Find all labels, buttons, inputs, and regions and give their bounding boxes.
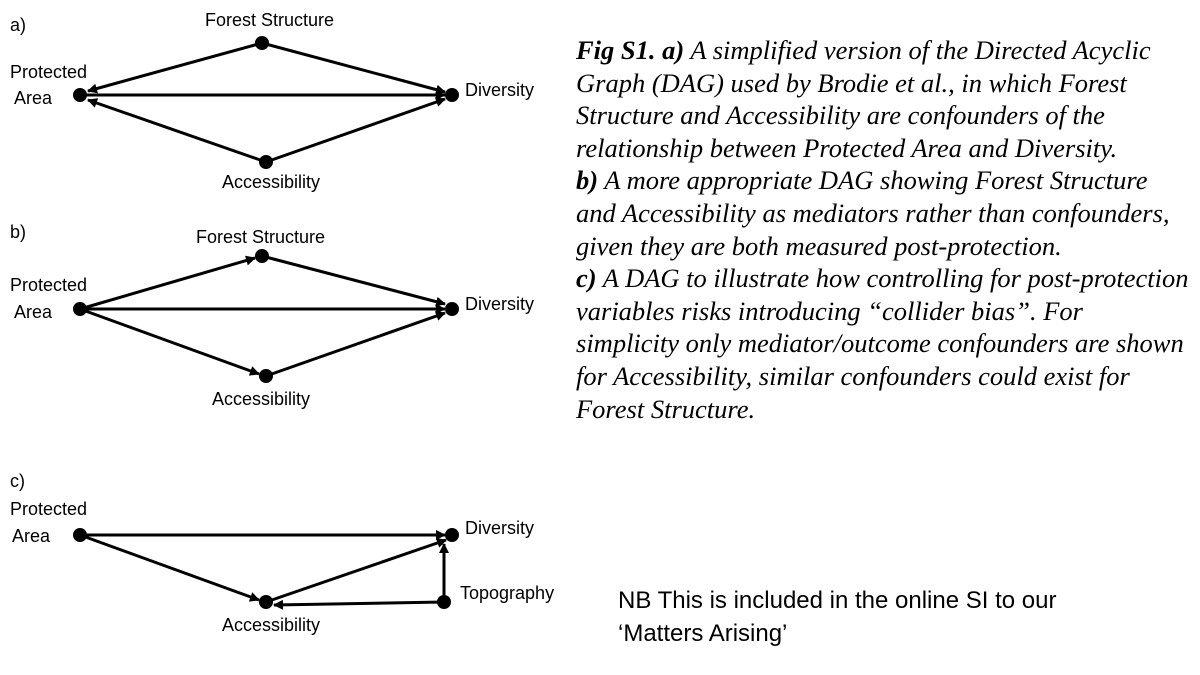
figure-caption: Fig S1. a) A simplified version of the D…: [576, 34, 1191, 425]
edge-topography-to-accessibility: [273, 599, 445, 610]
caption-a-text: A simplified version of the Directed Acy…: [576, 35, 1151, 163]
edge-forest-to-protected: [87, 41, 263, 94]
edge-forest-to-diversity: [261, 41, 446, 95]
label-topography: Topography: [460, 583, 554, 603]
label-protected: Protected: [10, 499, 87, 519]
panel-b: b) Protected Area Forest Structure Diver…: [10, 222, 534, 409]
label-diversity: Diversity: [465, 80, 534, 100]
label-forest-structure: Forest Structure: [196, 227, 325, 247]
label-diversity: Diversity: [465, 294, 534, 314]
label-accessibility: Accessibility: [222, 615, 320, 635]
label-protected: Protected: [10, 62, 87, 82]
node-diversity: [445, 88, 459, 102]
node-diversity: [445, 302, 459, 316]
caption-b-text: A more appropriate DAG showing Forest St…: [576, 165, 1170, 261]
edge-accessibility-to-protected: [87, 98, 267, 164]
edge-protected-to-forest: [79, 255, 256, 311]
node-topography: [437, 595, 451, 609]
label-protected: Protected: [10, 275, 87, 295]
label-forest-structure: Forest Structure: [205, 10, 334, 30]
panel-a: a) Protected Area Forest Structure Diver…: [10, 10, 534, 192]
edge-protected-to-accessibility: [79, 307, 260, 376]
edge-accessibility-to-diversity: [265, 311, 446, 378]
caption-a-label: a): [662, 35, 685, 65]
label-diversity: Diversity: [465, 518, 534, 538]
panel-a-label: a): [10, 15, 26, 35]
node-protected-area: [73, 88, 87, 102]
label-accessibility: Accessibility: [222, 172, 320, 192]
node-protected-area: [73, 528, 87, 542]
node-diversity: [445, 528, 459, 542]
label-area: Area: [14, 88, 53, 108]
node-accessibility: [259, 369, 273, 383]
node-protected-area: [73, 302, 87, 316]
edge-accessibility-to-diversity: [265, 97, 446, 164]
label-area: Area: [14, 302, 53, 322]
dag-diagrams: a) Protected Area Forest Structure Diver…: [10, 10, 554, 635]
caption-fig-label: Fig S1.: [576, 35, 656, 65]
node-forest-structure: [255, 36, 269, 50]
panel-c: c) Protected Area Diversity Accessibilit…: [10, 471, 554, 635]
caption-c-text: A DAG to illustrate how controlling for …: [576, 263, 1189, 424]
panel-c-label: c): [10, 471, 25, 491]
label-accessibility: Accessibility: [212, 389, 310, 409]
edge-protected-to-accessibility: [79, 533, 260, 602]
label-area: Area: [12, 526, 51, 546]
panel-b-label: b): [10, 222, 26, 242]
edge-accessibility-to-diversity: [265, 538, 447, 604]
edge-forest-to-diversity: [261, 254, 446, 307]
node-accessibility: [259, 155, 273, 169]
note-text: NB This is included in the online SI to …: [618, 587, 1057, 647]
caption-c-label: c): [576, 263, 597, 294]
node-accessibility: [259, 595, 273, 609]
node-forest-structure: [255, 249, 269, 263]
caption-b-label: b): [576, 165, 599, 196]
